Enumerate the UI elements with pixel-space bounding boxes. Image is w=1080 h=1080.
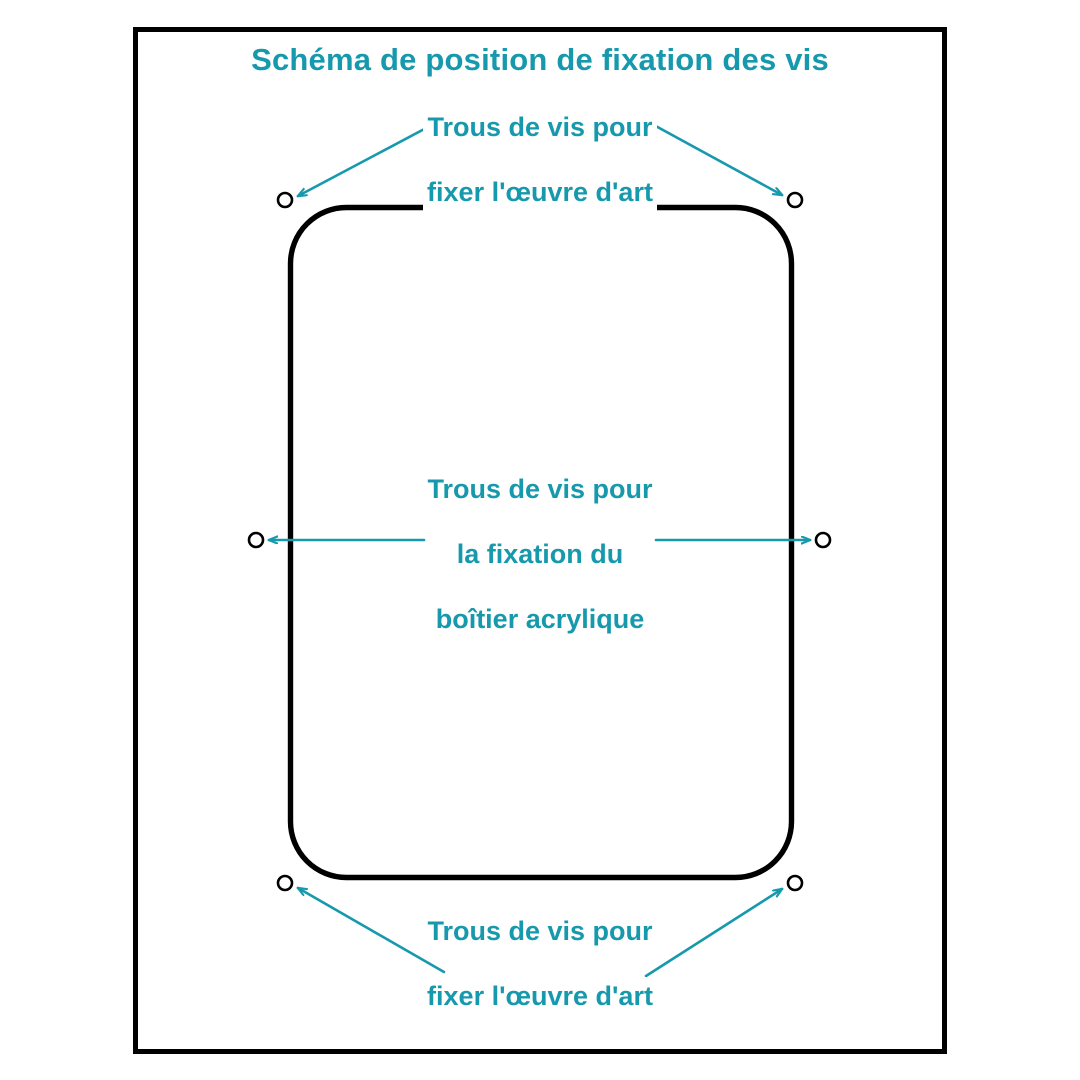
artwork-hole-top-left-icon: [276, 191, 294, 209]
arrow-top-left: [298, 124, 432, 198]
artwork-hole-bottom-right-icon: [786, 874, 804, 892]
outer-frame: [133, 27, 947, 1054]
screw-holes: [247, 191, 832, 892]
leader-arrows: [269, 122, 810, 978]
arrow-top-right: [650, 122, 782, 197]
artwork-hole-bottom-left-icon: [276, 874, 294, 892]
acrylic-hole-left-icon: [247, 531, 265, 549]
acrylic-box-outline: [287, 204, 795, 881]
artwork-hole-top-right-icon: [786, 191, 804, 209]
acrylic-hole-right-icon: [814, 531, 832, 549]
arrow-bottom-left: [298, 886, 446, 974]
arrow-bottom-right: [644, 887, 782, 978]
